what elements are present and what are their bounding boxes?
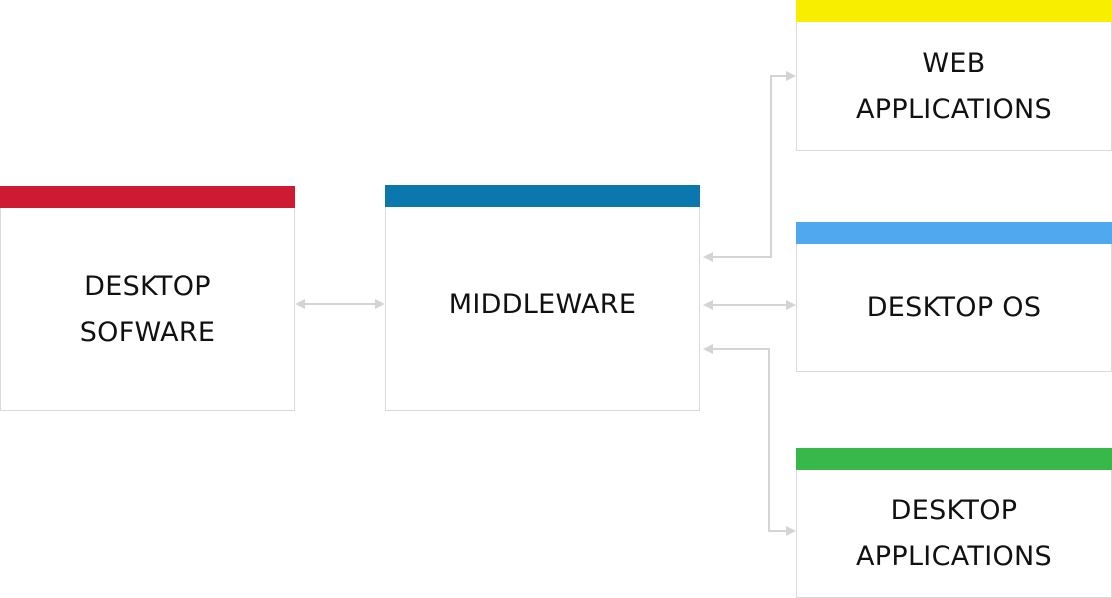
node-label-line-1: DESKTOP bbox=[84, 270, 211, 302]
node-header-bar bbox=[796, 448, 1112, 470]
node-middleware: MIDDLEWARE bbox=[385, 185, 700, 411]
node-desktop-os: DESKTOP OS bbox=[796, 222, 1112, 372]
node-label-line-1: DESKTOP OS bbox=[866, 292, 1042, 323]
node-label: DESKTOP OS bbox=[797, 245, 1111, 371]
node-label: DESKTOP APPLICATIONS bbox=[797, 471, 1111, 597]
node-label-line-1: WEB bbox=[922, 47, 986, 79]
node-header-bar bbox=[796, 222, 1112, 244]
node-label-line-2: APPLICATIONS bbox=[856, 93, 1052, 125]
node-label-line-2: SOFWARE bbox=[79, 316, 216, 348]
node-header-bar bbox=[385, 185, 700, 207]
node-desktop-applications: DESKTOP APPLICATIONS bbox=[796, 448, 1112, 598]
node-header-bar bbox=[796, 0, 1112, 22]
edge-middleware-desktop-apps bbox=[703, 344, 796, 536]
node-label: DESKTOP SOFWARE bbox=[1, 209, 294, 410]
node-label: WEB APPLICATIONS bbox=[797, 23, 1111, 150]
node-label: MIDDLEWARE bbox=[386, 208, 699, 410]
node-label-line-1: DESKTOP bbox=[890, 495, 1018, 526]
node-label-line-2: APPLICATIONS bbox=[856, 541, 1052, 572]
node-desktop-software: DESKTOP SOFWARE bbox=[0, 186, 295, 411]
node-web-applications: WEB APPLICATIONS bbox=[796, 0, 1112, 151]
node-header-bar bbox=[0, 186, 295, 208]
node-label-line-1: MIDDLEWARE bbox=[448, 289, 637, 320]
edge-middleware-web-apps bbox=[703, 71, 796, 262]
